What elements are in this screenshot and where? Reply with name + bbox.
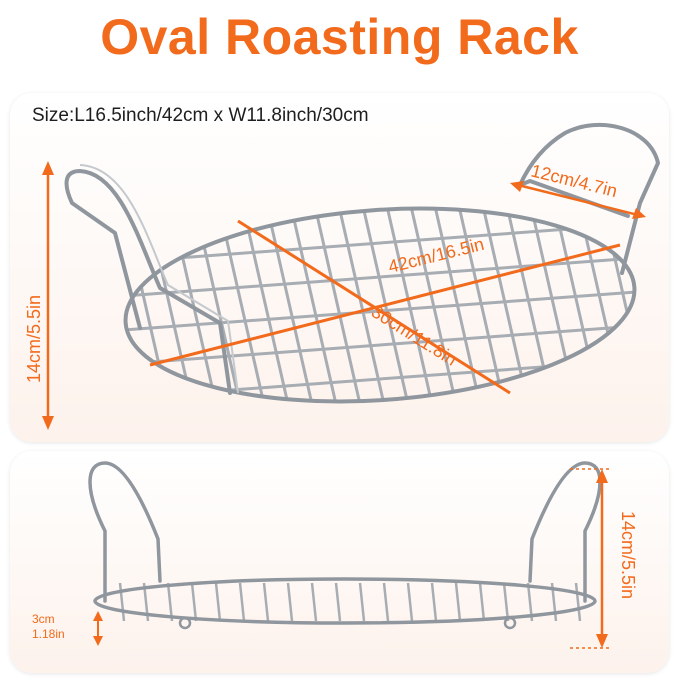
- side-grid-bar: [502, 582, 510, 622]
- side-view-illustration: 14cm/5.5in 3cm 1.18in: [32, 461, 638, 649]
- grid-bar: [286, 192, 340, 414]
- side-grid-bar: [262, 582, 270, 622]
- side-height-dimension: 14cm/5.5in: [570, 468, 638, 649]
- left-handle: [64, 169, 232, 395]
- side-grid-bar: [454, 582, 462, 622]
- grid-bar: [334, 192, 388, 414]
- side-grid-bar: [406, 582, 414, 622]
- side-grid-bar: [574, 582, 582, 622]
- side-grid-bar: [190, 582, 198, 622]
- top-view-illustration: 14cm/5.5in 12cm/4.7in 42cm/16.5in 30cm/1…: [24, 123, 660, 430]
- side-grid-bar: [334, 582, 342, 622]
- side-view-panel: 14cm/5.5in 3cm 1.18in: [10, 451, 669, 673]
- right-handle: [518, 123, 660, 275]
- side-grid-bar: [214, 582, 222, 622]
- side-rack-rim: [93, 577, 597, 625]
- side-rack-grid: [118, 582, 582, 622]
- side-grid-bar: [382, 582, 390, 622]
- side-grid-bar: [310, 582, 318, 622]
- side-grid-bar: [118, 582, 126, 622]
- top-view-panel: Size:L16.5inch/42cm x W11.8inch/30cm 14c…: [10, 93, 669, 442]
- grid-bar: [598, 192, 642, 414]
- side-grid-bar: [430, 582, 438, 622]
- leg-dimension: 3cm 1.18in: [32, 611, 103, 646]
- leg-dim-in: 1.18in: [32, 627, 65, 641]
- grid-bar: [574, 192, 628, 414]
- grid-crossbar: [118, 221, 642, 265]
- side-grid-bar: [358, 582, 366, 622]
- grid-bar: [406, 192, 460, 414]
- height-dim-label: 14cm/5.5in: [24, 295, 44, 383]
- size-text: Size:L16.5inch/42cm x W11.8inch/30cm: [32, 105, 369, 126]
- page-title: Oval Roasting Rack: [100, 9, 579, 65]
- grid-bar: [214, 192, 268, 414]
- side-grid-bar: [238, 582, 246, 622]
- side-right-handle: [528, 461, 602, 603]
- side-left-handle: [88, 461, 162, 603]
- side-height-dim-label: 14cm/5.5in: [618, 511, 638, 599]
- rack-rim: [123, 206, 637, 404]
- width-dim-label: 30cm/11.8in: [368, 301, 461, 369]
- leg-dim-cm: 3cm: [32, 612, 55, 626]
- grid-crossbar: [118, 323, 642, 367]
- height-dimension: 14cm/5.5in: [24, 161, 54, 430]
- side-grid-bar: [286, 582, 294, 622]
- grid-bar: [310, 192, 364, 414]
- foot: [503, 616, 517, 630]
- grid-bar: [262, 192, 316, 414]
- side-grid-bar: [166, 582, 174, 622]
- foot: [178, 616, 192, 630]
- grid-crossbar: [118, 255, 642, 299]
- side-grid-bar: [478, 582, 486, 622]
- grid-bar: [430, 192, 484, 414]
